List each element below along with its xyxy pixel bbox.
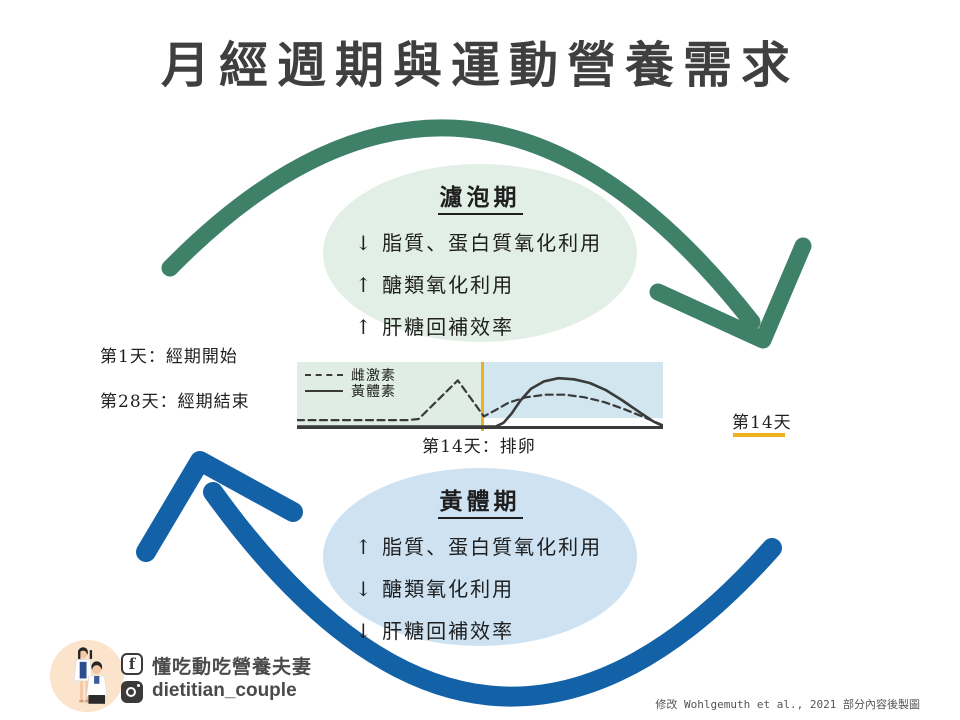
curve-雌激素 — [297, 379, 663, 427]
instagram-lens-icon — [126, 687, 136, 697]
ovulation-label: 第14天：排卵 — [422, 437, 536, 457]
solid-line-icon — [305, 390, 343, 392]
facebook-icon: f — [121, 653, 143, 675]
luteal-arrowhead-icon — [136, 451, 303, 562]
follicular-item: ↑ 醣類氧化利用 — [355, 273, 515, 297]
luteal-item: ↑ 脂質、蛋白質氧化利用 — [355, 535, 603, 559]
chart-follicular-background — [297, 362, 483, 429]
avatar — [49, 639, 125, 713]
luteal-phase-bubble: 黃體期 ↑ 脂質、蛋白質氧化利用 ↓ 醣類氧化利用 ↓ 肝糖回補效率 — [323, 468, 637, 646]
follicular-phase-bubble: 濾泡期 ↓ 脂質、蛋白質氧化利用 ↑ 醣類氧化利用 ↑ 肝糖回補效率 — [323, 164, 637, 342]
curve-黃體素 — [297, 376, 663, 428]
follicular-phase-title: 濾泡期 — [323, 178, 637, 215]
luteal-item: ↓ 肝糖回補效率 — [355, 619, 515, 643]
luteal-item: ↓ 醣類氧化利用 — [355, 577, 515, 601]
follicular-item: ↑ 肝糖回補效率 — [355, 315, 515, 339]
instagram-dot-icon — [137, 684, 140, 687]
day1-label: 第1天：經期開始 — [100, 347, 238, 367]
hormone-chart: 雌激素 黃體素 — [297, 362, 663, 432]
day14-highlight-underline — [733, 433, 785, 437]
chart-legend: 雌激素 黃體素 — [305, 367, 396, 400]
luteal-arrow-arc — [203, 482, 782, 707]
day14-label: 第14天 — [732, 413, 792, 433]
dashed-line-icon — [305, 374, 343, 376]
facebook-handle: 懂吃動吃營養夫妻 — [152, 657, 313, 678]
legend-progesterone: 黃體素 — [305, 383, 396, 400]
instagram-handle: dietitian_couple — [152, 680, 297, 701]
follicular-arrowhead-icon — [649, 237, 812, 349]
page-title: 月經週期與運動營養需求 — [160, 36, 799, 94]
source-credit: 修改 Wohlgemuth et al., 2021 部分內容後製圖 — [655, 698, 920, 711]
follicular-item: ↓ 脂質、蛋白質氧化利用 — [355, 231, 603, 255]
day28-label: 第28天：經期結束 — [100, 392, 250, 412]
man-figure — [86, 661, 108, 704]
ovulation-day-line — [481, 362, 484, 431]
legend-estrogen: 雌激素 — [305, 367, 396, 384]
instagram-icon — [121, 681, 143, 703]
hormone-curves — [297, 376, 663, 429]
follicular-arrow-arc — [161, 119, 761, 331]
luteal-phase-title: 黃體期 — [323, 482, 637, 519]
